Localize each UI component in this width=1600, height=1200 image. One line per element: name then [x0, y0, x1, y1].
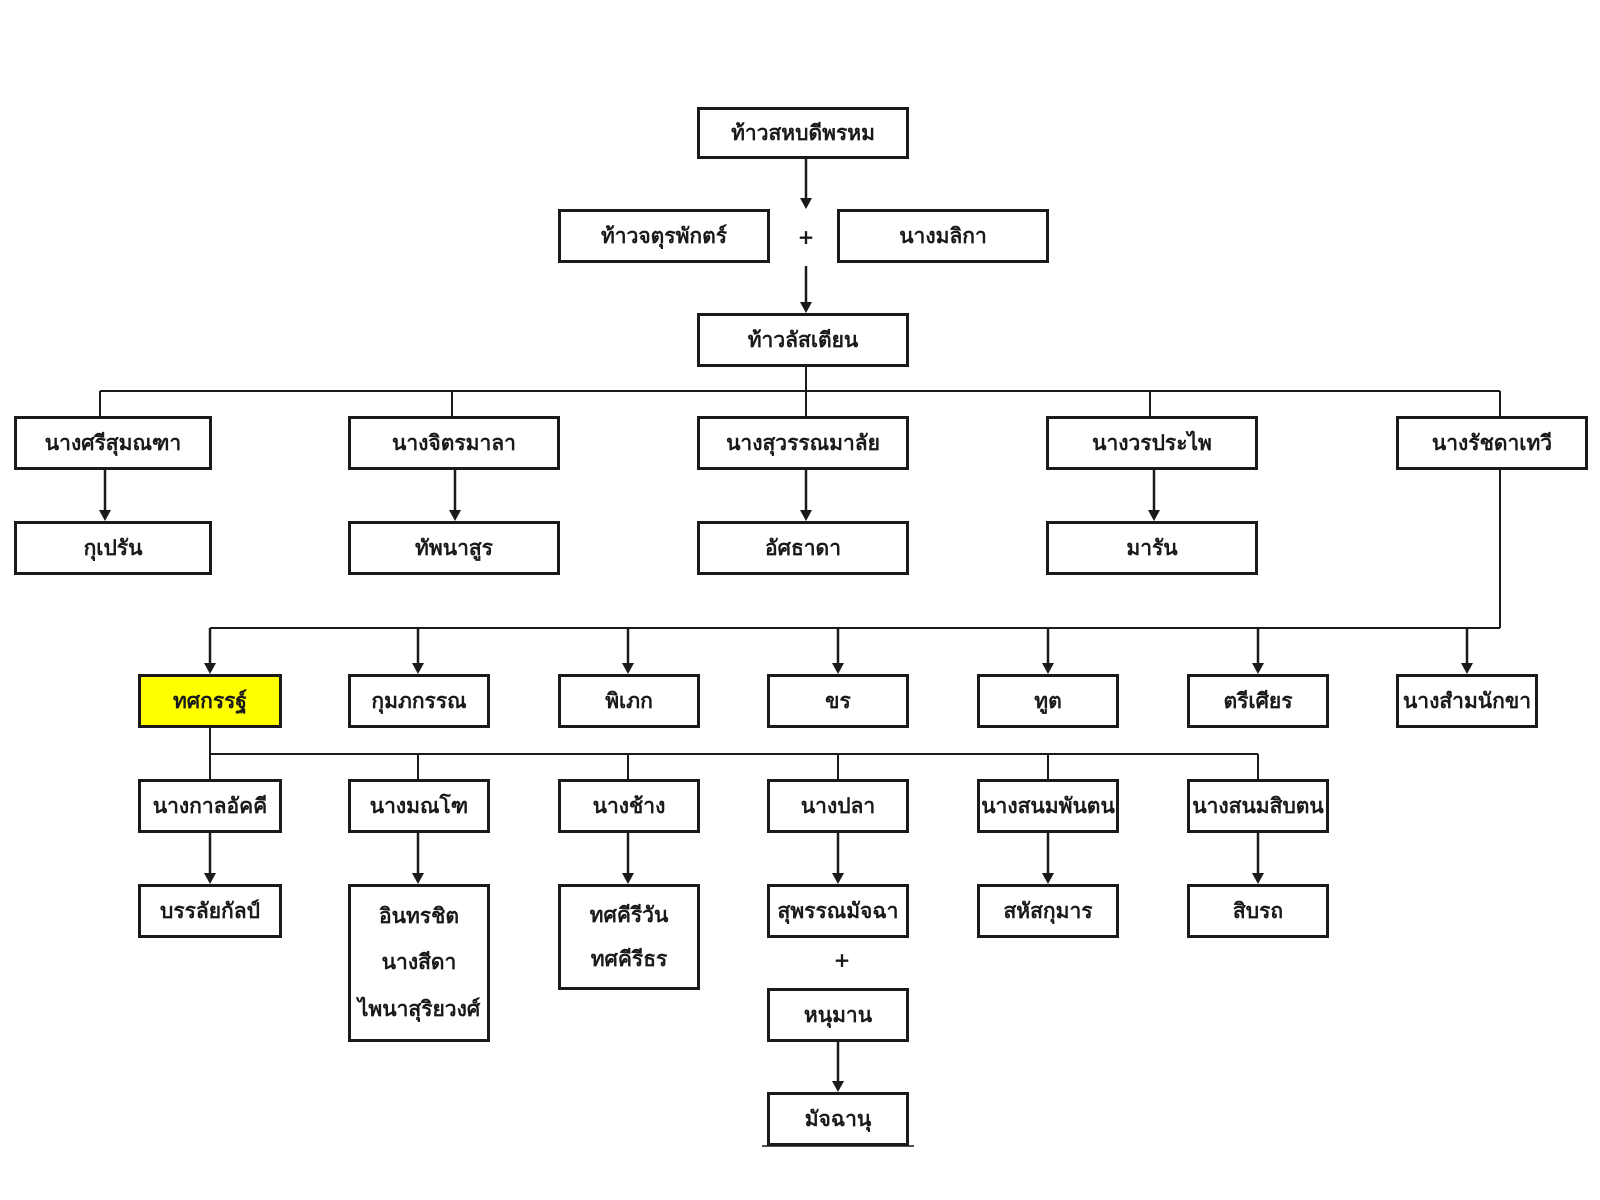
node-sanompanton: นางสนมพันตน	[977, 779, 1119, 833]
arrow-head-21	[204, 663, 216, 674]
node-sahatsakuman: สหัสกุมาร	[977, 884, 1119, 938]
arrow-head-55	[832, 1081, 844, 1092]
marriage-plus-1: +	[797, 225, 815, 249]
node-matchanu: มัจฉานุ	[767, 1092, 909, 1146]
node-hanuman: หนุมาน	[767, 988, 909, 1042]
arrow-head-45	[412, 873, 424, 884]
arrow-head-43	[204, 873, 216, 884]
node-kanlaakhi: นางกาลอัคคี	[138, 779, 282, 833]
node-nangpla: นางปลา	[767, 779, 909, 833]
child-phainasuriyawong: ไพนาสุริยวงศ์	[357, 997, 481, 1022]
node-monto-children: อินทรชิต นางสีดา ไพนาสุริยวงศ์	[348, 884, 490, 1042]
node-sanomsipton: นางสนมสิบตน	[1187, 779, 1329, 833]
node-suwanmalai: นางสุวรรณมาลัย	[697, 416, 909, 470]
arrow-head-17	[1148, 510, 1160, 521]
node-trisian: ตรีเศียร	[1187, 674, 1329, 728]
node-jaturaphak: ท้าวจตุรพักตร์	[558, 209, 770, 263]
arrow-head-29	[1042, 663, 1054, 674]
node-thut: ทูต	[977, 674, 1119, 728]
arrow-head-11	[99, 510, 111, 521]
child-nangsida: นางสีดา	[381, 950, 457, 975]
arrow-head-25	[622, 663, 634, 674]
arrow-head-15	[800, 510, 812, 521]
node-malika: นางมลิกา	[837, 209, 1049, 263]
node-banlaikan: บรรลัยกัลป์	[138, 884, 282, 938]
arrow-head-3	[800, 302, 812, 313]
node-monto: นางมณโฑ	[348, 779, 490, 833]
arrow-head-23	[412, 663, 424, 674]
node-khon: ขร	[767, 674, 909, 728]
arrow-head-47	[622, 873, 634, 884]
child-thotsasithon: ทศคีรีธร	[590, 946, 668, 971]
node-sipparot: สิบรถ	[1187, 884, 1329, 938]
marriage-plus-2: +	[833, 948, 851, 972]
node-srisumanta: นางศรีสุมณฑา	[14, 416, 212, 470]
arrow-head-53	[1252, 873, 1264, 884]
child-thotsasiwan: ทศคีรีวัน	[589, 902, 669, 927]
arrow-head-31	[1252, 663, 1264, 674]
node-ratchadathewi: นางรัชดาเทวี	[1396, 416, 1588, 470]
node-sahabodiprom: ท้าวสหบดีพรหม	[697, 107, 909, 159]
arrow-head-51	[1042, 873, 1054, 884]
arrow-head-27	[832, 663, 844, 674]
node-samanakha: นางสำมนักขา	[1396, 674, 1538, 728]
node-thaphanasun: ทัพนาสูร	[348, 521, 560, 575]
node-phiphek: พิเภก	[558, 674, 700, 728]
node-maran: มารัน	[1046, 521, 1258, 575]
child-indrachit: อินทรชิต	[379, 903, 459, 928]
node-worapraphai: นางวรประไพ	[1046, 416, 1258, 470]
arrow-head-33	[1461, 663, 1473, 674]
node-suphannamatcha: สุพรรณมัจฉา	[767, 884, 909, 938]
node-nangchang: นางช้าง	[558, 779, 700, 833]
node-kumphakan: กุมภกรรณ	[348, 674, 490, 728]
node-jitramala: นางจิตรมาลา	[348, 416, 560, 470]
node-thotsakan: ทศกรรฐ์	[138, 674, 282, 728]
node-lasatian: ท้าวลัสเตียน	[697, 313, 909, 367]
node-atsadata: อัศธาดา	[697, 521, 909, 575]
arrow-head-13	[449, 510, 461, 521]
arrow-head-49	[832, 873, 844, 884]
node-kupran: กุเปรัน	[14, 521, 212, 575]
node-nangchang-children: ทศคีรีวัน ทศคีรีธร	[558, 884, 700, 990]
arrow-head-1	[800, 198, 812, 209]
